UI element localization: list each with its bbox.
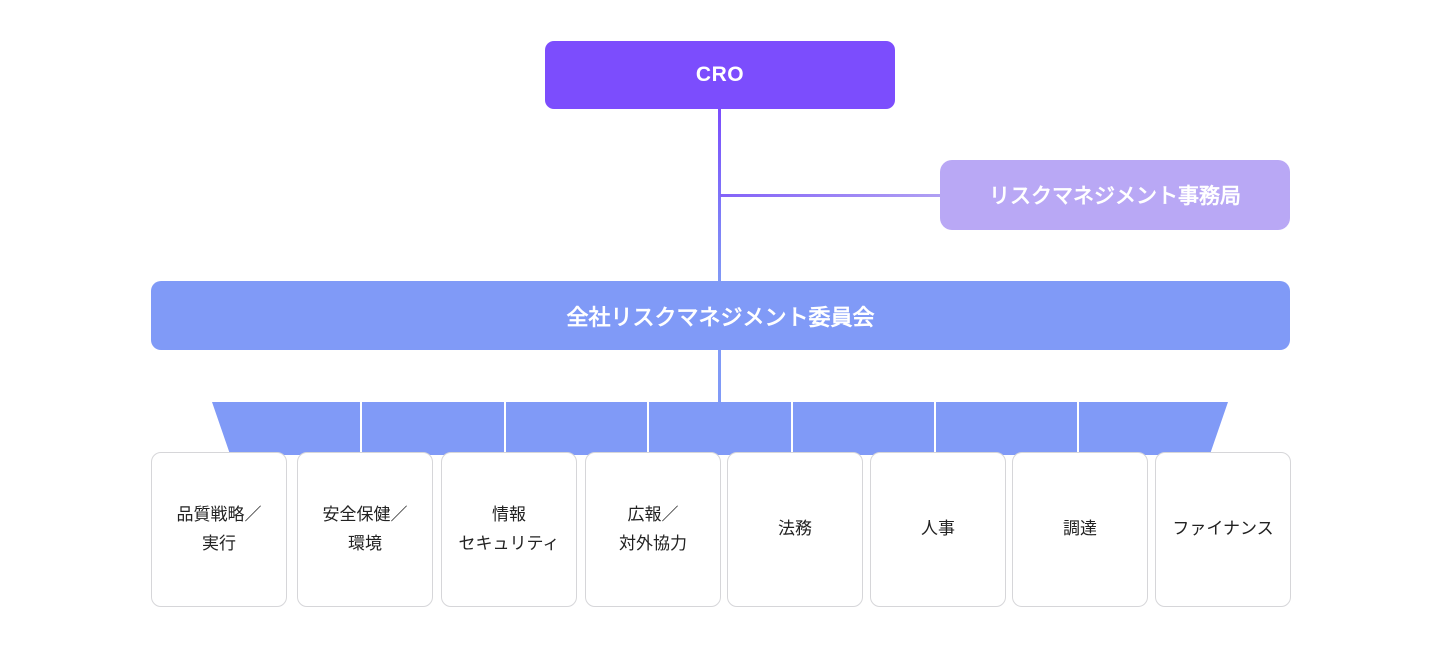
connector-cro-to-committee <box>718 109 721 282</box>
node-companywide-risk-management-committee[interactable]: 全社リスクマネジメント委員会 <box>151 281 1290 350</box>
department-box-information-security[interactable]: 情報 セキュリティ <box>441 452 577 607</box>
department-box-legal[interactable]: 法務 <box>727 452 863 607</box>
connector-committee-to-fan <box>718 350 721 403</box>
connector-cro-to-secretariat <box>720 194 941 197</box>
department-box-procurement[interactable]: 調達 <box>1012 452 1148 607</box>
fan-tick-5 <box>934 402 936 455</box>
department-box-human-resources[interactable]: 人事 <box>870 452 1006 607</box>
fan-tick-2 <box>504 402 506 455</box>
department-box-finance[interactable]: ファイナンス <box>1155 452 1291 607</box>
department-box-safety-health-environment[interactable]: 安全保健／ 環境 <box>297 452 433 607</box>
fan-tick-4 <box>791 402 793 455</box>
fan-tick-3 <box>647 402 649 455</box>
department-box-public-relations[interactable]: 広報／ 対外協力 <box>585 452 721 607</box>
node-cro[interactable]: CRO <box>545 41 895 109</box>
fan-tick-6 <box>1077 402 1079 455</box>
department-box-quality-strategy[interactable]: 品質戦略／ 実行 <box>151 452 287 607</box>
node-risk-management-secretariat[interactable]: リスクマネジメント事務局 <box>940 160 1290 230</box>
fan-distribution-bar <box>212 402 1228 455</box>
fan-tick-1 <box>360 402 362 455</box>
